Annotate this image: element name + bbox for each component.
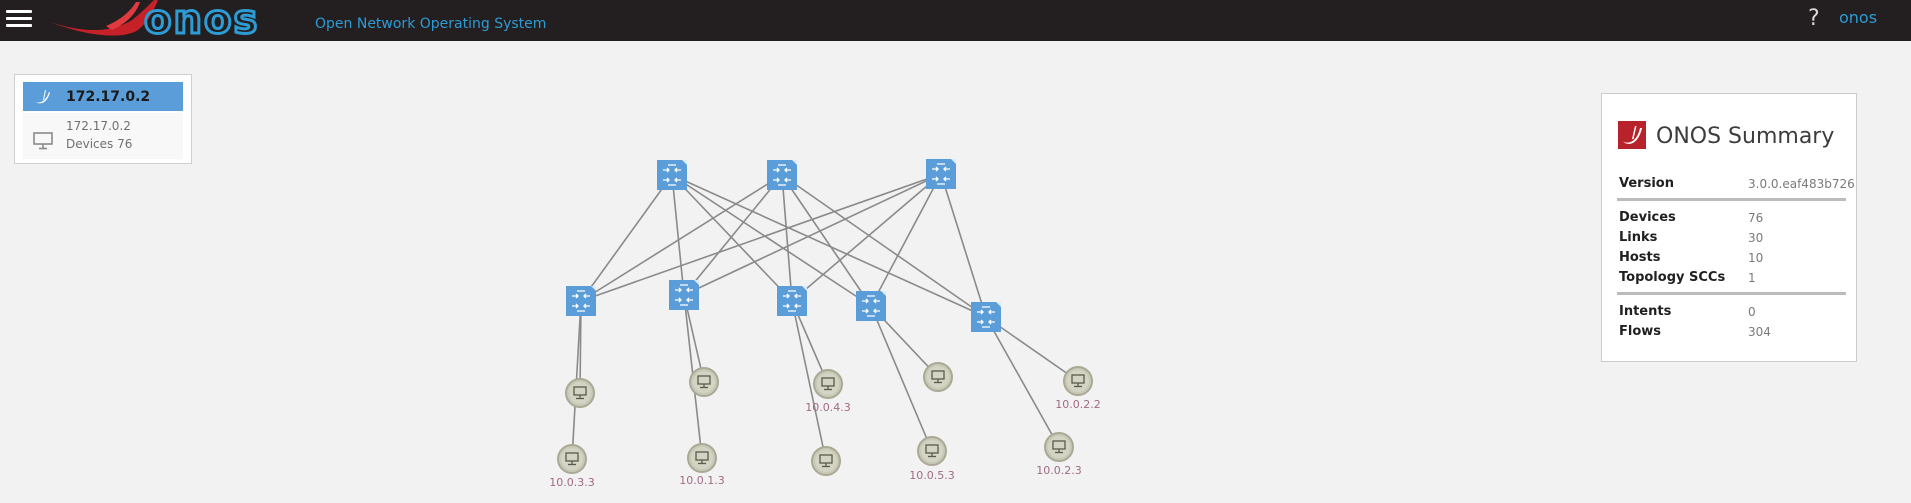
summary-row-links: Links 30 [1619, 230, 1851, 248]
devices-value: 76 [1748, 211, 1764, 225]
links-label: Links [1619, 230, 1658, 245]
link [985, 316, 1060, 448]
link [791, 300, 827, 462]
host-node [689, 367, 719, 397]
devices-label: Devices [1619, 210, 1676, 225]
instance-header[interactable]: 172.17.0.2 [23, 82, 183, 111]
hamburger-menu-icon[interactable] [6, 7, 32, 31]
switch-node [656, 159, 688, 191]
switch-node [970, 301, 1002, 333]
version-value: 3.0.0.eaf483b726 [1748, 177, 1855, 191]
host-label: 10.0.2.3 [1036, 464, 1081, 477]
link [870, 305, 933, 452]
logo-wordmark: onos [144, 0, 259, 40]
host-node [917, 436, 947, 466]
link [671, 174, 793, 302]
host-node [811, 446, 841, 476]
topology-view[interactable]: 10.0.4.3 10.0.2.2 10.0.3.3 10.0.1.3 10.0… [0, 41, 1911, 503]
link [683, 173, 942, 296]
host-label: 10.0.3.3 [549, 476, 594, 489]
host-node [813, 369, 843, 399]
link [671, 174, 987, 318]
switch-node [565, 285, 597, 317]
onos-bird-icon [35, 90, 50, 104]
link [671, 174, 872, 307]
topology-links [571, 173, 1079, 462]
instance-details: 172.17.0.2 Devices 76 [23, 113, 183, 159]
summary-row-flows: Flows 304 [1619, 324, 1851, 342]
switch-node [776, 285, 808, 317]
host-node [1044, 432, 1074, 462]
summary-row-intents: Intents 0 [1619, 304, 1851, 322]
summary-panel: ONOS Summary Version 3.0.0.eaf483b726 De… [1601, 93, 1857, 362]
link [791, 173, 942, 302]
scc-value: 1 [1748, 271, 1756, 285]
switch-node [925, 158, 957, 190]
host-node [565, 378, 595, 408]
host-label: 10.0.1.3 [679, 474, 724, 487]
link [781, 174, 793, 302]
link [985, 316, 1079, 382]
host-node [1063, 366, 1093, 396]
scc-label: Topology SCCs [1619, 270, 1726, 285]
host-node [687, 443, 717, 473]
topology-switches[interactable] [565, 158, 1002, 333]
summary-row-devices: Devices 76 [1619, 210, 1851, 228]
switch-node [855, 290, 887, 322]
host-node [557, 444, 587, 474]
summary-row-hosts: Hosts 10 [1619, 250, 1851, 268]
intents-label: Intents [1619, 304, 1672, 319]
tagline: Open Network Operating System [315, 16, 547, 32]
hosts-value: 10 [1748, 251, 1764, 265]
hosts-label: Hosts [1619, 250, 1661, 265]
link [580, 174, 673, 302]
host-label: 10.0.2.2 [1055, 398, 1100, 411]
flows-label: Flows [1619, 324, 1662, 339]
instance-ip: 172.17.0.2 [66, 119, 131, 133]
link [940, 173, 987, 318]
link [870, 173, 942, 307]
summary-divider [1617, 292, 1846, 295]
instance-device-count: Devices 76 [66, 137, 133, 151]
user-menu-link[interactable]: onos [1839, 8, 1878, 27]
switch-node [766, 159, 798, 191]
version-label: Version [1619, 176, 1674, 191]
instance-panel: 172.17.0.2 172.17.0.2 Devices 76 [14, 74, 192, 164]
intents-value: 0 [1748, 305, 1756, 319]
monitor-icon [33, 132, 53, 150]
onos-logo-icon [1618, 121, 1646, 149]
host-node [923, 362, 953, 392]
link [683, 174, 783, 296]
link [580, 174, 783, 302]
topology-host-labels: 10.0.4.3 10.0.2.2 10.0.3.3 10.0.1.3 10.0… [549, 398, 1100, 489]
host-label: 10.0.4.3 [805, 401, 850, 414]
summary-row-version: Version 3.0.0.eaf483b726 [1619, 176, 1855, 194]
link [671, 174, 685, 296]
instance-header-ip: 172.17.0.2 [66, 89, 151, 105]
help-icon[interactable]: ? [1808, 6, 1820, 31]
onos-logo: onos [50, 0, 259, 40]
link [580, 173, 942, 302]
masthead: onos Open Network Operating System ? ono… [0, 0, 1911, 41]
link [781, 174, 987, 318]
switch-node [668, 279, 700, 311]
summary-divider [1617, 198, 1846, 201]
summary-title: ONOS Summary [1656, 124, 1835, 149]
host-label: 10.0.5.3 [909, 469, 954, 482]
topology-hosts[interactable] [557, 362, 1093, 476]
link [781, 174, 872, 307]
summary-row-sccs: Topology SCCs 1 [1619, 270, 1851, 288]
links-value: 30 [1748, 231, 1764, 245]
flows-value: 304 [1748, 325, 1771, 339]
